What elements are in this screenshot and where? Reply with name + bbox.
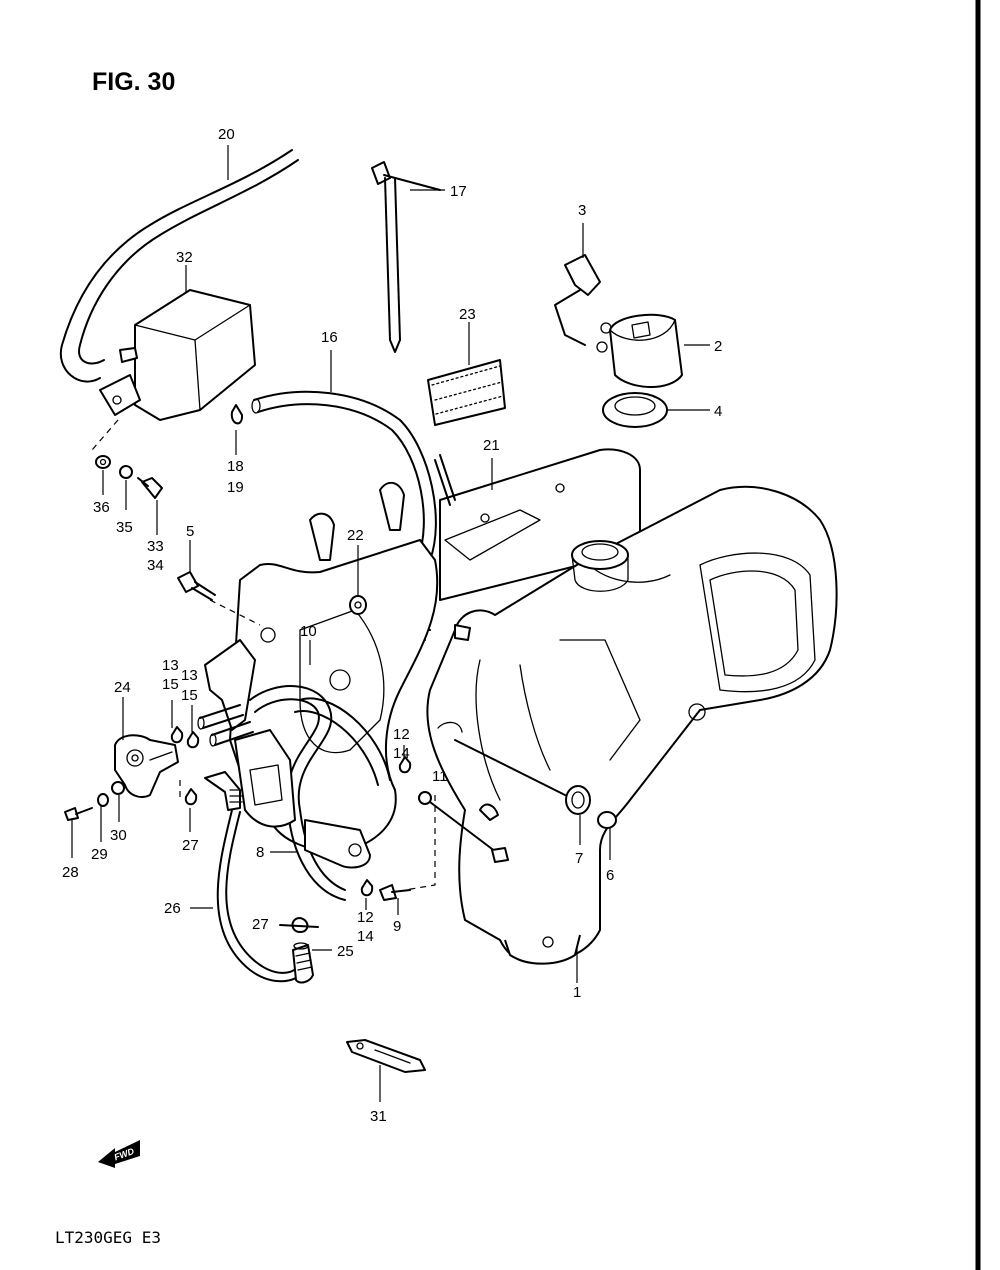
model-code: LT230GEG E3 <box>55 1228 161 1247</box>
plug-part-6 <box>597 811 617 860</box>
callout-27-upper: 27 <box>182 837 199 854</box>
clip-part-12-14-upper <box>398 745 412 774</box>
callout-4: 4 <box>714 403 722 420</box>
figure-title: FIG. 30 <box>92 68 175 96</box>
clip-part-13-15-b <box>186 705 200 749</box>
callout-12-upper: 12 <box>393 726 410 743</box>
canister-part-32 <box>91 265 256 451</box>
callout-13-a: 13 <box>162 657 179 674</box>
callout-34: 34 <box>147 557 164 574</box>
nut-part-22 <box>349 545 367 615</box>
callout-2: 2 <box>714 338 722 355</box>
callout-19: 19 <box>227 479 244 496</box>
filter-part-25 <box>292 942 332 984</box>
callout-12-lower: 12 <box>357 909 374 926</box>
callout-24: 24 <box>114 679 131 696</box>
callout-15-b: 15 <box>181 687 198 704</box>
hose-part-8 <box>249 685 391 901</box>
callout-3: 3 <box>578 202 586 219</box>
callout-1: 1 <box>573 984 581 1001</box>
callout-17: 17 <box>450 183 467 200</box>
fuel-cap-part-2-3 <box>554 223 710 388</box>
callout-6: 6 <box>606 867 614 884</box>
callout-7: 7 <box>575 850 583 867</box>
fuel-valve-part-24 <box>114 697 179 798</box>
callout-36: 36 <box>93 499 110 516</box>
fasteners-33-36 <box>95 455 163 535</box>
callout-28: 28 <box>62 864 79 881</box>
breather-hose-part-20 <box>59 145 299 383</box>
clip-part-18-19 <box>230 404 244 455</box>
callout-labels: 1 2 3 4 5 6 7 8 9 10 11 12 14 12 14 13 1… <box>62 126 722 1125</box>
callout-29: 29 <box>91 846 108 863</box>
callout-5: 5 <box>186 523 194 540</box>
hose-fittings <box>197 704 254 747</box>
mounting-bracket <box>204 627 371 869</box>
fwd-arrow-icon: FWD <box>98 1140 140 1168</box>
washer-part-29 <box>97 793 109 842</box>
strap-part-31 <box>346 1039 426 1102</box>
screw-part-9 <box>379 884 411 915</box>
pad-part-23 <box>427 322 506 426</box>
callout-26: 26 <box>164 900 181 917</box>
callout-16: 16 <box>321 329 338 346</box>
callout-18: 18 <box>227 458 244 475</box>
callout-35: 35 <box>116 519 133 536</box>
callout-9: 9 <box>393 918 401 935</box>
clip-part-27-lower <box>279 917 319 933</box>
callout-25: 25 <box>337 943 354 960</box>
callout-23: 23 <box>459 306 476 323</box>
callout-20: 20 <box>218 126 235 143</box>
bolt-part-11 <box>404 791 509 891</box>
callout-8: 8 <box>256 844 264 861</box>
fuel-tank-part-1 <box>426 485 838 983</box>
callout-32: 32 <box>176 249 193 266</box>
screw-part-28 <box>64 807 93 858</box>
callout-33: 33 <box>147 538 164 555</box>
callout-27-lower: 27 <box>252 916 269 933</box>
bolt-part-5 <box>177 540 261 626</box>
callout-15-a: 15 <box>162 676 179 693</box>
callout-14-upper: 14 <box>393 745 410 762</box>
callout-21: 21 <box>483 437 500 454</box>
hose-part-26 <box>190 771 306 983</box>
clip-part-13-15-a <box>170 700 184 744</box>
grommet-part-7 <box>454 739 591 845</box>
cable-tie-part-17 <box>371 161 445 353</box>
clip-part-27-upper <box>184 788 198 832</box>
callout-13-b: 13 <box>181 667 198 684</box>
callout-30: 30 <box>110 827 127 844</box>
grommet-part-4 <box>602 392 710 428</box>
callout-22: 22 <box>347 527 364 544</box>
callout-31: 31 <box>370 1108 387 1125</box>
clip-part-12-14-lower <box>360 879 374 910</box>
washer-part-30 <box>111 780 181 822</box>
callout-11: 11 <box>432 768 448 785</box>
callout-14-lower: 14 <box>357 928 374 945</box>
callout-10: 10 <box>300 623 317 640</box>
